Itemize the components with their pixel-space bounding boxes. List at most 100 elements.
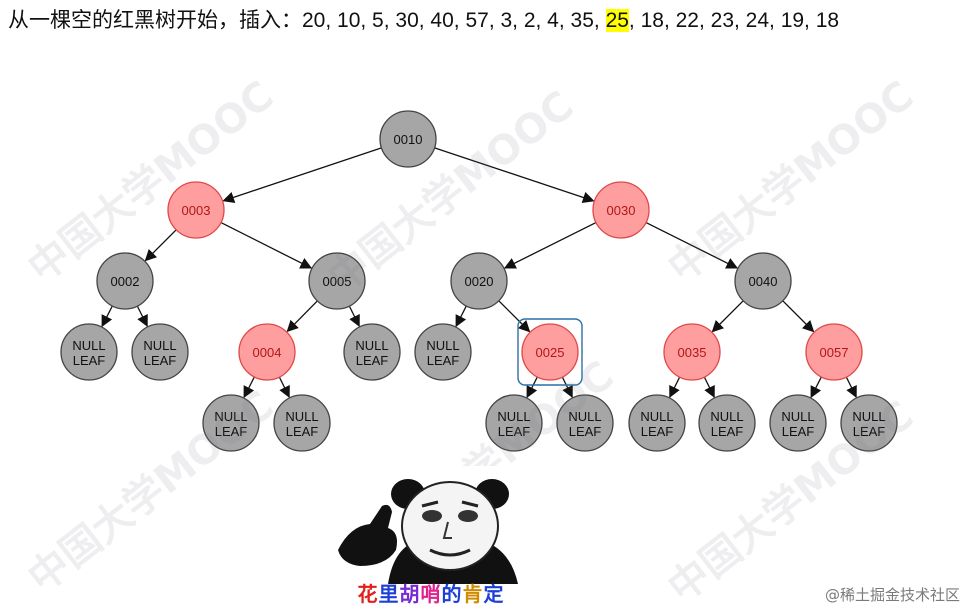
node-0005 [308,252,366,310]
caption-char-2: 胡 [399,582,421,606]
header-prefix: 从一棵空的红黑树开始，插入： [8,9,302,32]
node-label-0002: 0002 [111,274,140,289]
node-0010 [379,110,437,168]
edge-n4-L6 [278,376,290,399]
caption-char-0: 花 [357,582,379,606]
null-leaf-line2: LEAF [215,424,248,439]
edge-n3-n5 [220,222,313,269]
edge-n20-L4 [455,305,467,328]
highlight-frame [517,318,583,386]
caption-char-3: 哨 [420,582,442,606]
null-leaf-line1: NULL [214,409,247,424]
edge-n5-L3 [348,305,360,328]
null-leaf-line2: LEAF [569,424,602,439]
node-label-0005: 0005 [323,274,352,289]
edge-n35-L10 [703,376,715,399]
null-leaf-line1: NULL [143,338,176,353]
node-0057 [805,323,863,381]
null-leaf-L11 [769,394,827,452]
null-leaf-line1: NULL [710,409,743,424]
meme-caption: 花里胡哨的肯定 [330,578,532,607]
sequence-after: , 18, 22, 23, 24, 19, 18 [628,9,840,32]
node-label-0040: 0040 [749,274,778,289]
node-0030 [592,181,650,239]
edge-n57-L12 [845,376,857,399]
null-leaf-L2 [131,323,189,381]
edge-n25-L7 [526,376,538,399]
caption-char-5: 肯 [462,582,484,606]
null-leaf-line2: LEAF [498,424,531,439]
null-leaf-L1 [60,323,118,381]
null-leaf-line1: NULL [568,409,601,424]
null-leaf-line1: NULL [426,338,459,353]
null-leaf-line1: NULL [497,409,530,424]
null-leaf-line2: LEAF [144,353,177,368]
null-leaf-L3 [343,323,401,381]
edge-n10-n3 [222,147,382,203]
null-leaf-line2: LEAF [782,424,815,439]
node-0035 [663,323,721,381]
site-watermark: @稀土掘金技术社区 [824,586,960,604]
node-label-0057: 0057 [820,345,849,360]
null-leaf-line2: LEAF [427,353,460,368]
edge-n2-L2 [136,305,148,328]
node-label-0020: 0020 [465,274,494,289]
null-leaf-line1: NULL [781,409,814,424]
null-leaf-line2: LEAF [286,424,319,439]
edge-n2-L1 [101,305,113,328]
caption-char-1: 里 [378,582,400,606]
node-0002 [96,252,154,310]
node-0025 [521,323,579,381]
null-leaf-line2: LEAF [711,424,744,439]
null-leaf-L12 [840,394,898,452]
edge-n4-L5 [243,376,255,399]
edge-n25-L8 [561,376,573,399]
node-0020 [450,252,508,310]
null-leaf-L5 [202,394,260,452]
panda-meme-image: 花里胡哨的肯定 [330,466,532,611]
node-0004 [238,323,296,381]
node-label-0004: 0004 [253,345,282,360]
header-text: 从一棵空的红黑树开始，插入：20, 10, 5, 30, 40, 57, 3, … [8,6,960,36]
null-leaf-line1: NULL [72,338,105,353]
tree-edges [101,147,857,399]
edge-n57-L11 [810,376,822,399]
node-0003 [167,181,225,239]
node-0040 [734,252,792,310]
edge-n40-n57 [782,300,815,333]
null-leaf-line2: LEAF [356,353,389,368]
null-leaf-L6 [273,394,331,452]
null-leaf-line1: NULL [285,409,318,424]
edge-n3-n2 [144,229,177,262]
edge-n30-n40 [645,221,739,269]
edge-n35-L9 [669,376,681,399]
sequence-before: 20, 10, 5, 30, 40, 57, 3, 2, 4, 35, [302,9,606,32]
caption-char-6: 定 [483,582,505,606]
edge-n10-n30 [434,147,595,204]
node-label-0030: 0030 [607,203,636,218]
edge-n20-n25 [498,300,531,333]
null-leaf-L7 [485,394,543,452]
null-leaf-line1: NULL [355,338,388,353]
node-label-0035: 0035 [678,345,707,360]
edge-n5-n4 [286,300,318,333]
node-label-0003: 0003 [182,203,211,218]
null-leaf-line1: NULL [640,409,673,424]
node-label-0010: 0010 [394,132,423,147]
null-leaf-L8 [556,394,614,452]
caption-char-4: 的 [441,582,463,606]
null-leaf-line1: NULL [852,409,885,424]
panda-face-icon [338,479,518,584]
null-leaf-L10 [698,394,756,452]
null-leaf-line2: LEAF [853,424,886,439]
node-label-0025: 0025 [536,345,565,360]
edge-n30-n20 [503,221,597,269]
null-leaf-line2: LEAF [641,424,674,439]
edge-n40-n35 [711,300,744,333]
null-leaf-line2: LEAF [73,353,106,368]
tree-nodes: 0010 0003 0030 0002 0005 0020 0040 0004 0025 0035… [60,110,898,452]
highlighted-value: 25 [605,9,629,32]
null-leaf-L4 [414,323,472,381]
null-leaf-L9 [628,394,686,452]
